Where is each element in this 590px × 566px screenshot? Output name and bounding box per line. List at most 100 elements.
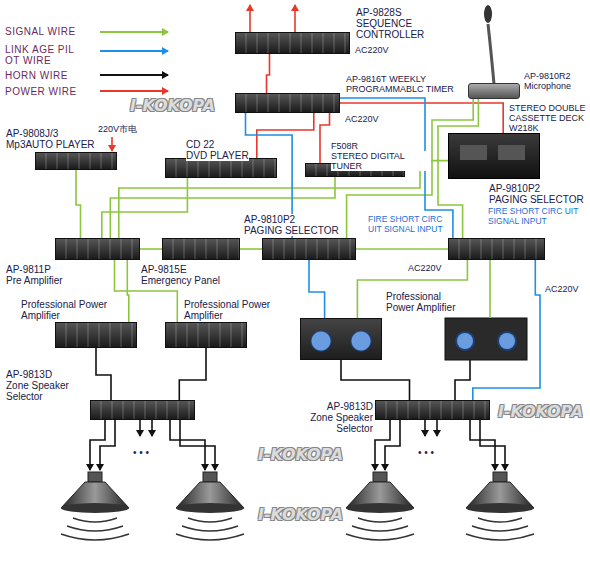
- wire: [341, 360, 410, 400]
- device-label: SEQUENCE CONTROLLER: [356, 18, 474, 40]
- annotation-text: AC220V: [408, 263, 442, 273]
- device-label: Professional Power Amplifier: [21, 299, 116, 321]
- device-rack: AP-9828SSEQUENCE CONTROLLER: [235, 32, 350, 54]
- device-label: Pre Amplifier: [6, 275, 63, 286]
- device-rack: AP-9810P2PAGING SELECTOR: [262, 238, 356, 260]
- annotation: FIRE SHORT CIRC UIT SIGNAL INPUT: [488, 207, 580, 227]
- device-label: Zone Speaker Selector: [6, 380, 88, 402]
- device-rack: Professional Power Amplifier: [165, 322, 247, 348]
- device-caption: AP-9810P2PAGING SELECTOR: [244, 214, 344, 236]
- wire: [473, 260, 540, 400]
- device-rack: AP-9810P2PAGING SELECTOR: [448, 238, 545, 260]
- device-label: AP-9828S: [356, 7, 402, 18]
- device-label: AP-9810P2: [244, 214, 295, 225]
- device-deck: STEREO DOUBLE CASSETTE DECK W218K: [448, 133, 540, 179]
- annotation: AC220V: [355, 45, 405, 55]
- horn-speakers: [61, 472, 534, 540]
- wire: [240, 248, 262, 250]
- wire: [356, 248, 448, 250]
- device-label: AP-9815E: [141, 264, 187, 275]
- device-rack: AP-9813DZone Speaker Selector: [375, 400, 490, 420]
- wire: [96, 348, 111, 400]
- annotation: AC220V: [345, 114, 395, 124]
- wire: [140, 248, 162, 250]
- annotation: • • •: [133, 447, 163, 459]
- wire: [309, 260, 325, 318]
- device-label: DVD PLAYER: [186, 150, 249, 161]
- microphone-gooseneck: [484, 5, 494, 84]
- device-caption: AP-9815EEmergency Panel: [141, 264, 231, 286]
- device-rack: CD 22DVD PLAYER: [165, 158, 277, 178]
- device-caption: Professional Power Amplifier: [184, 299, 279, 321]
- legend-text: POWER WIRE: [5, 86, 85, 97]
- device-label: CD 22: [186, 139, 214, 150]
- annotation-text: FIRE SHORT CIRC UIT SIGNAL INPUT: [488, 206, 578, 226]
- watermark: I-KOKOPA: [498, 402, 583, 421]
- device-caption: Professional Power Amplifier: [386, 291, 471, 313]
- device-caption: AP-9813DZone Speaker Selector: [289, 401, 373, 435]
- device-label: F508R: [331, 141, 358, 151]
- device-label: Professional Power Amplifier: [184, 299, 279, 321]
- wire: [179, 348, 206, 400]
- device-rack: F508RSTEREO DIGITAL TUNER: [305, 163, 405, 177]
- device-rack: AP-9815EEmergency Panel: [162, 238, 240, 260]
- wire: [267, 54, 270, 93]
- device-fan: Professional Power Amplifier: [300, 318, 382, 360]
- legend-text: LINK AGE PIL OT WIRE: [5, 44, 75, 66]
- device-rack: AP-9816TWEEKLY PROGRAMMABLC TIMER: [235, 93, 340, 113]
- device-label: AP-9813D: [327, 401, 373, 412]
- annotation-text: AC220V: [545, 284, 579, 294]
- device-caption: Professional Power Amplifier: [21, 299, 116, 321]
- device-rack: AP-9808J/3Mp3AUTO PLAYER: [35, 152, 117, 170]
- device-caption: AP-9810P2PAGING SELECTOR: [489, 183, 587, 205]
- power-outputs: [112, 5, 295, 151]
- device-label: AP-9811P: [6, 264, 51, 275]
- annotation: AC220V: [545, 284, 589, 294]
- device-label: Emergency Panel: [141, 275, 220, 286]
- watermark: I-KOKOPA: [258, 505, 343, 524]
- watermark: I-KOKOPA: [258, 445, 343, 464]
- annotation: FIRE SHORT CIRC UIT SIGNAL INPUT: [368, 215, 452, 235]
- wire: [102, 178, 188, 238]
- legend-text: SIGNAL WIRE: [5, 26, 85, 37]
- annotation-text: • • •: [133, 447, 149, 458]
- device-label: Mp3AUTO PLAYER: [6, 139, 95, 150]
- device-label: Microphone: [524, 81, 571, 91]
- watermark: I-KOKOPA: [130, 96, 215, 115]
- device-label: Professional Power Amplifier: [386, 291, 471, 313]
- device-caption: AP-9828SSEQUENCE CONTROLLER: [356, 7, 474, 41]
- device-rack: AP-9811PPre Amplifier: [55, 238, 140, 260]
- device-label: AP-9810P2: [489, 183, 540, 194]
- legend-samples: [100, 32, 168, 91]
- device-caption: CD 22DVD PLAYER: [186, 139, 276, 161]
- device-label: STEREO DIGITAL TUNER: [331, 151, 431, 171]
- annotation: • • •: [418, 447, 448, 459]
- device-mic: AP-9810R2Microphone: [468, 83, 520, 99]
- wire: [320, 113, 330, 163]
- annotation: 220V市电: [98, 124, 158, 134]
- annotation-text: AC220V: [345, 114, 379, 124]
- device-rack: Professional Power Amplifier: [55, 322, 137, 348]
- device-label: PAGING SELECTOR: [489, 194, 584, 205]
- device-label: AP-9816T: [346, 74, 387, 84]
- annotation-text: • • •: [418, 447, 434, 458]
- device-label: STEREO DOUBLE CASSETTE DECK W218K: [509, 103, 589, 133]
- device-caption: AP-9813DZone Speaker Selector: [6, 369, 88, 403]
- device-caption: AP-9811PPre Amplifier: [6, 264, 86, 286]
- annotation-text: 220V市电: [98, 124, 137, 134]
- annotation: AC220V: [408, 263, 453, 273]
- device-caption: STEREO DOUBLE CASSETTE DECK W218K: [509, 103, 589, 133]
- power-amplifier: [445, 260, 527, 400]
- legend-text: HORN WIRE: [5, 70, 85, 81]
- annotation-text: FIRE SHORT CIRC UIT SIGNAL INPUT: [368, 214, 443, 234]
- device-caption: AP-9816TWEEKLY PROGRAMMABLC TIMER: [346, 74, 468, 94]
- annotation-text: AC220V: [355, 45, 389, 55]
- device-rack: AP-9813DZone Speaker Selector: [90, 400, 195, 420]
- device-label: AP-9810R2: [524, 71, 571, 81]
- device-caption: AP-9810R2Microphone: [524, 71, 588, 91]
- device-label: AP-9808J/3: [6, 128, 58, 139]
- device-caption: F508RSTEREO DIGITAL TUNER: [331, 141, 431, 171]
- device-label: PAGING SELECTOR: [244, 225, 339, 236]
- device-label: Zone Speaker Selector: [289, 412, 373, 434]
